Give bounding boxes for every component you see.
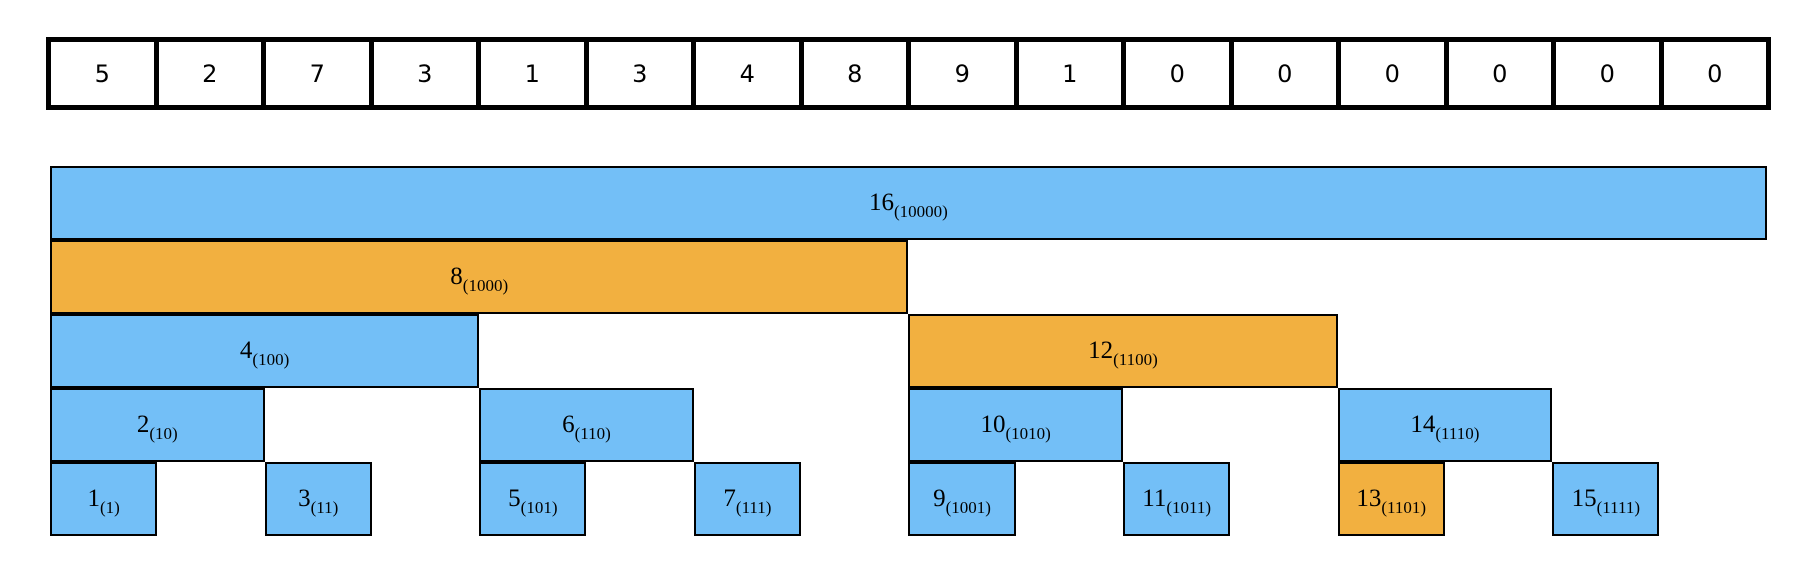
array-cell: 1 [481,42,589,105]
array-cell: 0 [1234,42,1341,105]
node-index: 13 [1356,485,1382,512]
node-binary: (1100) [1113,350,1158,369]
node-binary: (111) [735,498,772,517]
node-binary: (101) [520,498,558,517]
node-index: 7 [723,485,736,512]
array-cell: 3 [374,42,481,105]
tree-node-9: 9(1001) [908,462,1016,536]
tree-node-1: 1(1) [50,462,158,536]
array-cell: 0 [1341,42,1449,105]
node-binary: (1110) [1435,424,1480,443]
array-cell: 8 [804,42,911,105]
tree-node-10: 10(1010) [908,388,1123,462]
node-binary: (1010) [1005,424,1051,443]
node-index: 11 [1142,485,1167,512]
node-binary: (1) [99,498,120,517]
node-index: 15 [1571,485,1597,512]
node-binary: (1101) [1381,498,1427,517]
array-cell: 3 [589,42,696,105]
array-cell: 0 [1556,42,1664,105]
node-index: 12 [1088,337,1114,364]
node-index: 6 [562,411,575,438]
node-binary: (1111) [1596,498,1641,517]
array-cell: 4 [696,42,804,105]
array-cell: 0 [1126,42,1234,105]
node-binary: (110) [574,424,611,443]
tree-node-13: 13(1101) [1337,462,1445,536]
tree-node-2: 2(10) [50,388,265,462]
node-binary: (11) [310,498,339,517]
node-binary: (1001) [945,498,991,517]
node-index: 1 [87,485,100,512]
tree-node-14: 14(1110) [1337,388,1553,462]
tree-node-6: 6(110) [479,388,694,462]
tree-node-11: 11(1011) [1123,462,1231,536]
tree-node-8: 8(1000) [50,240,909,314]
node-binary: (1000) [462,276,509,295]
tree-node-15: 15(1111) [1552,462,1660,536]
tree-node-3: 3(11) [264,462,372,536]
node-index: 8 [450,263,463,290]
node-binary: (10000) [893,202,948,221]
node-index: 3 [298,485,311,512]
array-cell: 9 [911,42,1019,105]
node-binary: (1011) [1166,498,1212,517]
node-index: 16 [868,189,894,216]
node-index: 2 [136,411,150,438]
tree-node-12: 12(1100) [908,314,1338,388]
array-cell: 7 [266,42,374,105]
node-index: 4 [239,337,253,364]
node-index: 10 [980,411,1006,438]
tree-node-7: 7(111) [693,462,802,536]
array-cell: 5 [51,42,159,105]
tree-node-4: 4(100) [50,314,480,388]
node-index: 5 [508,485,521,512]
array-cell: 1 [1019,42,1126,105]
node-binary: (10) [149,424,178,443]
node-binary: (100) [252,350,290,369]
array-cell: 2 [159,42,266,105]
array-cell: 0 [1707,59,1723,88]
tree-node-5: 5(101) [479,462,587,536]
tree-node-16: 16(10000) [50,166,1767,240]
array-cell: 0 [1449,42,1556,105]
node-index: 9 [933,485,946,512]
node-index: 14 [1410,411,1436,438]
